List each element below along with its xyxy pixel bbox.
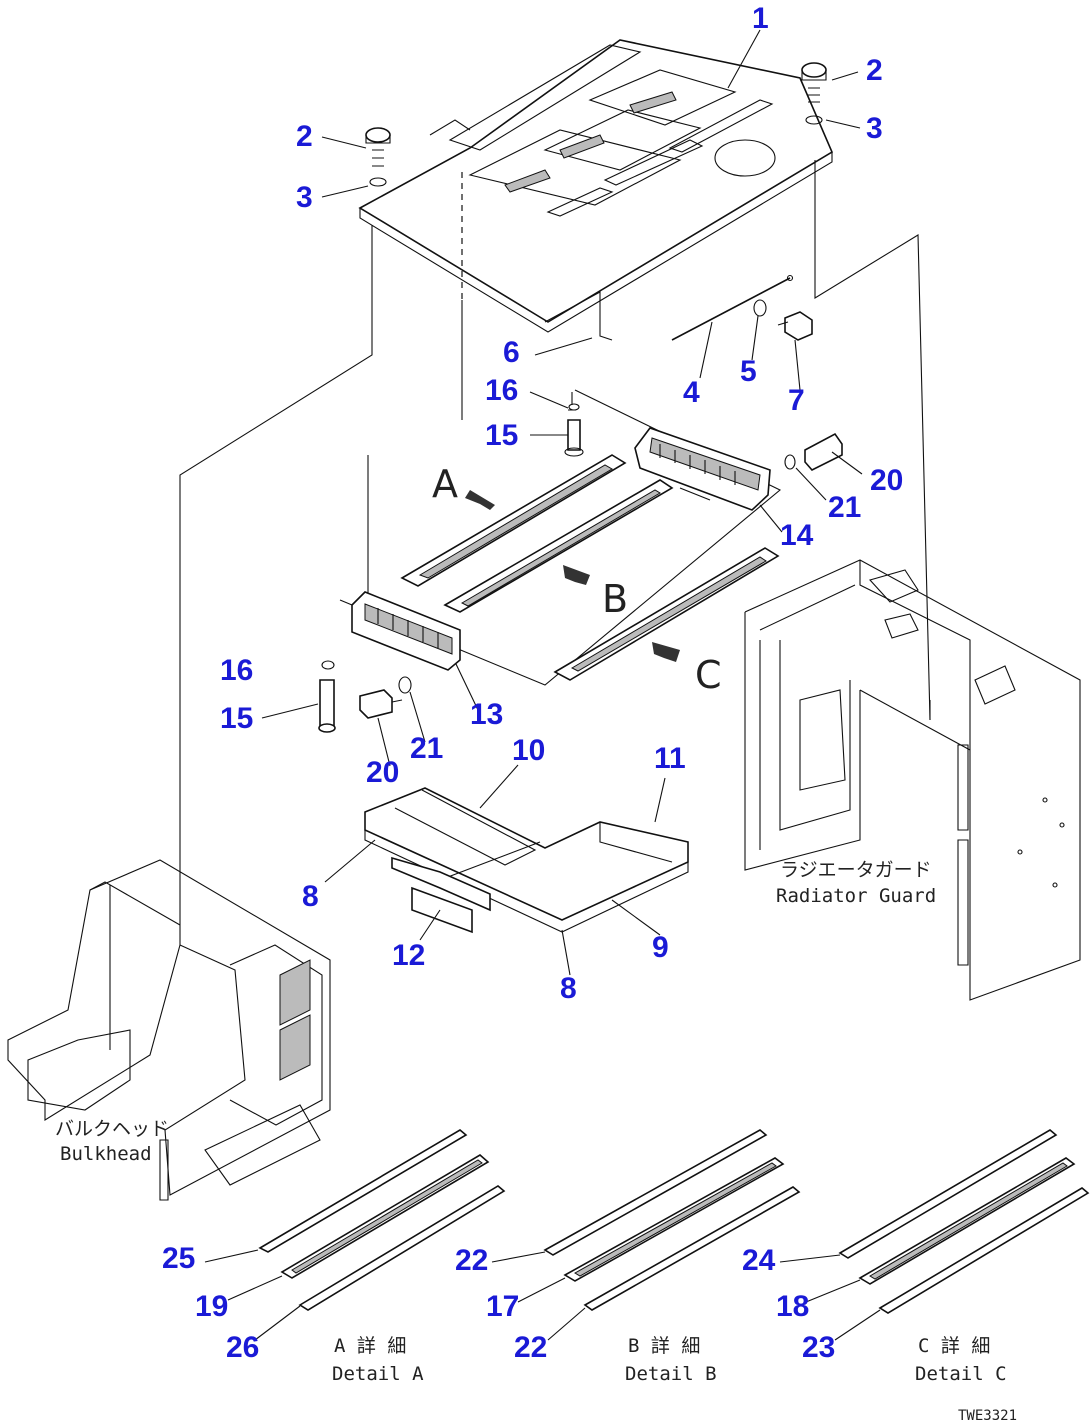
callout-7: 7 <box>788 384 805 417</box>
cap-and-washer-right <box>801 62 827 125</box>
bulkhead-caption-en: Bulkhead <box>60 1143 152 1165</box>
view-arrow-c: C <box>652 642 722 697</box>
callout-23: 23 <box>802 1331 835 1364</box>
callout-2-right: 2 <box>866 54 883 87</box>
callout-14: 14 <box>780 519 814 552</box>
bulkhead-reference <box>7 859 331 1201</box>
callout-18: 18 <box>776 1290 809 1323</box>
view-label-a: A <box>432 462 458 506</box>
callout-6: 6 <box>503 336 520 369</box>
rod-and-bolt-parts <box>671 274 813 341</box>
callout-15-top: 15 <box>485 419 518 452</box>
callout-16-left: 16 <box>220 654 253 687</box>
callout-19: 19 <box>195 1290 228 1323</box>
radiator-guard-caption-en: Radiator Guard <box>776 885 936 907</box>
callout-21-left: 21 <box>410 732 443 765</box>
callout-15-left: 15 <box>220 702 253 735</box>
callout-4: 4 <box>683 376 700 409</box>
detail-a-strips <box>258 1129 506 1311</box>
callout-3-left: 3 <box>296 181 313 214</box>
top-cover-part <box>358 39 834 341</box>
callout-13: 13 <box>470 698 503 731</box>
floor-plate-assembly <box>364 787 689 934</box>
radiator-guard-reference <box>744 559 1081 1001</box>
detail-c-caption-en: Detail C <box>915 1363 1007 1385</box>
callout-numbers: 1 2 3 2 3 6 4 5 7 16 15 20 21 14 16 15 1… <box>162 2 903 1364</box>
callout-21-right: 21 <box>828 491 861 524</box>
callout-26: 26 <box>226 1331 259 1364</box>
callout-11: 11 <box>654 742 686 775</box>
callout-20-right: 20 <box>870 464 903 497</box>
view-label-b: B <box>602 577 628 621</box>
detail-b-caption-jp: B 詳 細 <box>628 1335 700 1357</box>
callout-12: 12 <box>392 939 425 972</box>
callout-8-left: 8 <box>302 880 319 913</box>
detail-b-caption-en: Detail B <box>625 1363 717 1385</box>
bulkhead-caption-jp: バルクヘッド <box>55 1118 169 1140</box>
callout-8-right: 8 <box>560 972 577 1005</box>
cap-and-washer-left <box>365 127 391 187</box>
callout-10: 10 <box>512 734 545 767</box>
assembly-guide-lines <box>179 160 931 870</box>
callout-22-top: 22 <box>455 1244 488 1277</box>
callout-1: 1 <box>752 2 769 35</box>
callout-25: 25 <box>162 1242 195 1275</box>
callout-3-right: 3 <box>866 112 883 145</box>
view-arrow-a: A <box>432 462 495 510</box>
view-label-c: C <box>695 653 722 697</box>
view-arrow-b: B <box>563 565 628 621</box>
callout-24: 24 <box>742 1244 776 1277</box>
callout-5: 5 <box>740 355 757 388</box>
callout-9: 9 <box>652 931 669 964</box>
radiator-guard-caption-jp: ラジエータガード <box>780 859 932 881</box>
callout-20-left: 20 <box>366 756 399 789</box>
detail-a-caption-jp: A 詳 細 <box>334 1335 406 1357</box>
middle-frame-assembly <box>318 389 843 733</box>
callout-16-top: 16 <box>485 374 518 407</box>
callout-22-bottom: 22 <box>514 1331 547 1364</box>
callout-2-left: 2 <box>296 120 313 153</box>
drawing-code: TWE3321 <box>958 1408 1017 1424</box>
detail-a-caption-en: Detail A <box>332 1363 424 1385</box>
detail-c-strips <box>838 1129 1090 1314</box>
detail-b-strips <box>543 1129 801 1311</box>
detail-c-caption-jp: C 詳 細 <box>918 1335 990 1357</box>
callout-17: 17 <box>486 1290 519 1323</box>
leader-lines <box>204 29 881 1341</box>
